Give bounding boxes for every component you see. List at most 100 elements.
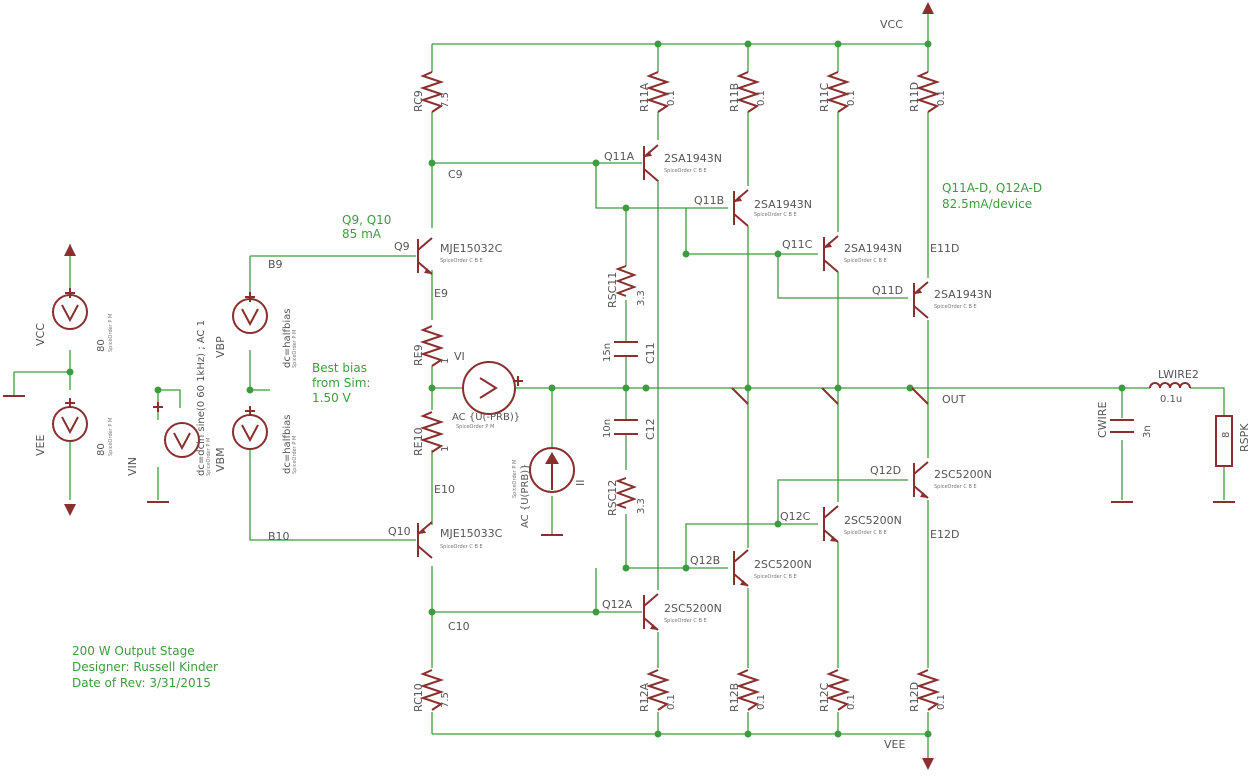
rsc11-value: 3.3	[636, 290, 647, 306]
svg-text:SpiceOrder P M: SpiceOrder P M	[108, 314, 114, 352]
sources	[52, 2, 934, 770]
vee-source-name: VEE	[34, 435, 47, 456]
c12-name: C12	[644, 418, 657, 440]
svg-text:SpiceOrder P M: SpiceOrder P M	[108, 418, 114, 456]
r12b-name: R12B	[728, 683, 741, 712]
rsc12-name: RSC12	[606, 480, 619, 516]
net-out: OUT	[942, 393, 966, 406]
c11-value: 15n	[602, 343, 613, 362]
svg-text:SpiceOrder C B E: SpiceOrder C B E	[844, 258, 887, 264]
transistors	[417, 144, 929, 631]
r11b-name: R11B	[728, 83, 741, 112]
resistor-re10	[419, 411, 445, 453]
r12d-name: R12D	[908, 682, 921, 712]
net-c9: C9	[448, 168, 463, 181]
rc9-name: RC9	[412, 90, 425, 112]
net-e10: E10	[434, 483, 455, 496]
lwire2-value: 0.1u	[1160, 394, 1182, 405]
cwire-value: 3n	[1142, 425, 1153, 438]
transistor-q12d	[913, 461, 929, 499]
q11b-name: Q11B	[694, 194, 724, 207]
note-bias-2: from Sim:	[312, 376, 370, 390]
net-c10: C10	[448, 620, 470, 633]
title-block-designer: Designer: Russell Kinder	[72, 660, 218, 674]
transistor-q10	[417, 521, 433, 559]
note-q9q10: Q9, Q10	[342, 213, 391, 227]
r11d-name: R11D	[908, 82, 921, 112]
transistor-q12c	[823, 505, 839, 543]
q11c-name: Q11C	[782, 238, 813, 251]
title-block-date: Date of Rev: 3/31/2015	[72, 676, 211, 690]
net-e12d: E12D	[930, 528, 959, 541]
r12b-value: 0.1	[756, 694, 767, 710]
source-vee	[52, 406, 88, 442]
c11-name: C11	[644, 342, 657, 364]
resistor-rc9	[419, 71, 445, 113]
resistor-r12b	[735, 669, 761, 711]
vbp-name: VBP	[214, 336, 227, 358]
net-b10: B10	[268, 530, 290, 543]
vbm-value: dc=halfbias	[282, 415, 293, 474]
title-block-title: 200 W Output Stage	[72, 644, 195, 658]
c12-value: 10n	[602, 419, 613, 438]
svg-text:SpiceOrder P M: SpiceOrder P M	[512, 460, 518, 498]
capacitors	[614, 341, 1134, 435]
resistor-r11a	[645, 71, 671, 113]
svg-text:SpiceOrder C B E: SpiceOrder C B E	[664, 618, 707, 624]
vi-name: VI	[454, 350, 465, 363]
transistor-q12a	[643, 593, 659, 631]
transistor-q11b	[733, 189, 749, 227]
resistor-rsc11	[615, 265, 637, 297]
r11c-name: R11C	[818, 82, 831, 112]
svg-text:SpiceOrder C B E: SpiceOrder C B E	[754, 574, 797, 580]
rsc12-value: 3.3	[636, 498, 647, 514]
source-vin	[164, 422, 200, 458]
capacitor-c12	[614, 419, 638, 435]
r11a-value: 0.1	[666, 90, 677, 106]
re9-name: RE9	[412, 344, 425, 366]
re10-value: 1	[440, 446, 451, 452]
source-vcc	[52, 294, 88, 330]
rspk-name: RSPK	[1238, 423, 1251, 452]
re10-name: RE10	[412, 427, 425, 456]
resistor-rspk	[1215, 415, 1233, 467]
q12b-name: Q12B	[690, 554, 720, 567]
grounds	[2, 395, 1236, 536]
q12c-part: 2SC5200N	[844, 514, 902, 527]
source-ii	[529, 447, 575, 493]
q11a-part: 2SA1943N	[664, 152, 722, 165]
vin-name: VIN	[126, 457, 139, 476]
wires	[13, 14, 1225, 760]
svg-text:SpiceOrder P M: SpiceOrder P M	[456, 424, 494, 430]
cwire-name: CWIRE	[1096, 402, 1109, 438]
capacitor-cwire	[1110, 419, 1134, 433]
svg-text:SpiceOrder C B E: SpiceOrder C B E	[934, 484, 977, 490]
svg-text:SpiceOrder P M: SpiceOrder P M	[292, 436, 298, 474]
resistor-r11d	[915, 71, 941, 113]
q12d-name: Q12D	[870, 464, 901, 477]
q11d-name: Q11D	[872, 284, 903, 297]
resistor-r12c	[825, 669, 851, 711]
labels: VCC VEE C9 C10 B9 B10 E9 E10 E11D E12D O…	[34, 18, 1251, 751]
svg-text:SpiceOrder C B E: SpiceOrder C B E	[934, 304, 977, 310]
transistor-q11d	[913, 281, 929, 319]
vcc-source-value: 80	[96, 339, 107, 352]
net-b9: B9	[268, 258, 283, 271]
svg-text:SpiceOrder P M: SpiceOrder P M	[206, 438, 212, 476]
q11d-part: 2SA1943N	[934, 288, 992, 301]
q12d-part: 2SC5200N	[934, 468, 992, 481]
r12d-value: 0.1	[936, 694, 947, 710]
vbm-name: VBM	[214, 447, 227, 472]
rc9-value: 7.5	[440, 92, 451, 108]
r12c-name: R12C	[818, 682, 831, 712]
source-vbm	[232, 414, 268, 450]
re9-value: 1	[440, 358, 451, 364]
svg-text:SpiceOrder C B E: SpiceOrder C B E	[844, 530, 887, 536]
vcc-source-name: VCC	[34, 323, 47, 346]
r11b-value: 0.1	[756, 90, 767, 106]
rc10-value: 7.5	[440, 692, 451, 708]
transistor-q9	[417, 237, 433, 275]
q12a-part: 2SC5200N	[664, 602, 722, 615]
transistor-q11a	[643, 144, 659, 182]
svg-text:SpiceOrder C B E: SpiceOrder C B E	[664, 168, 707, 174]
